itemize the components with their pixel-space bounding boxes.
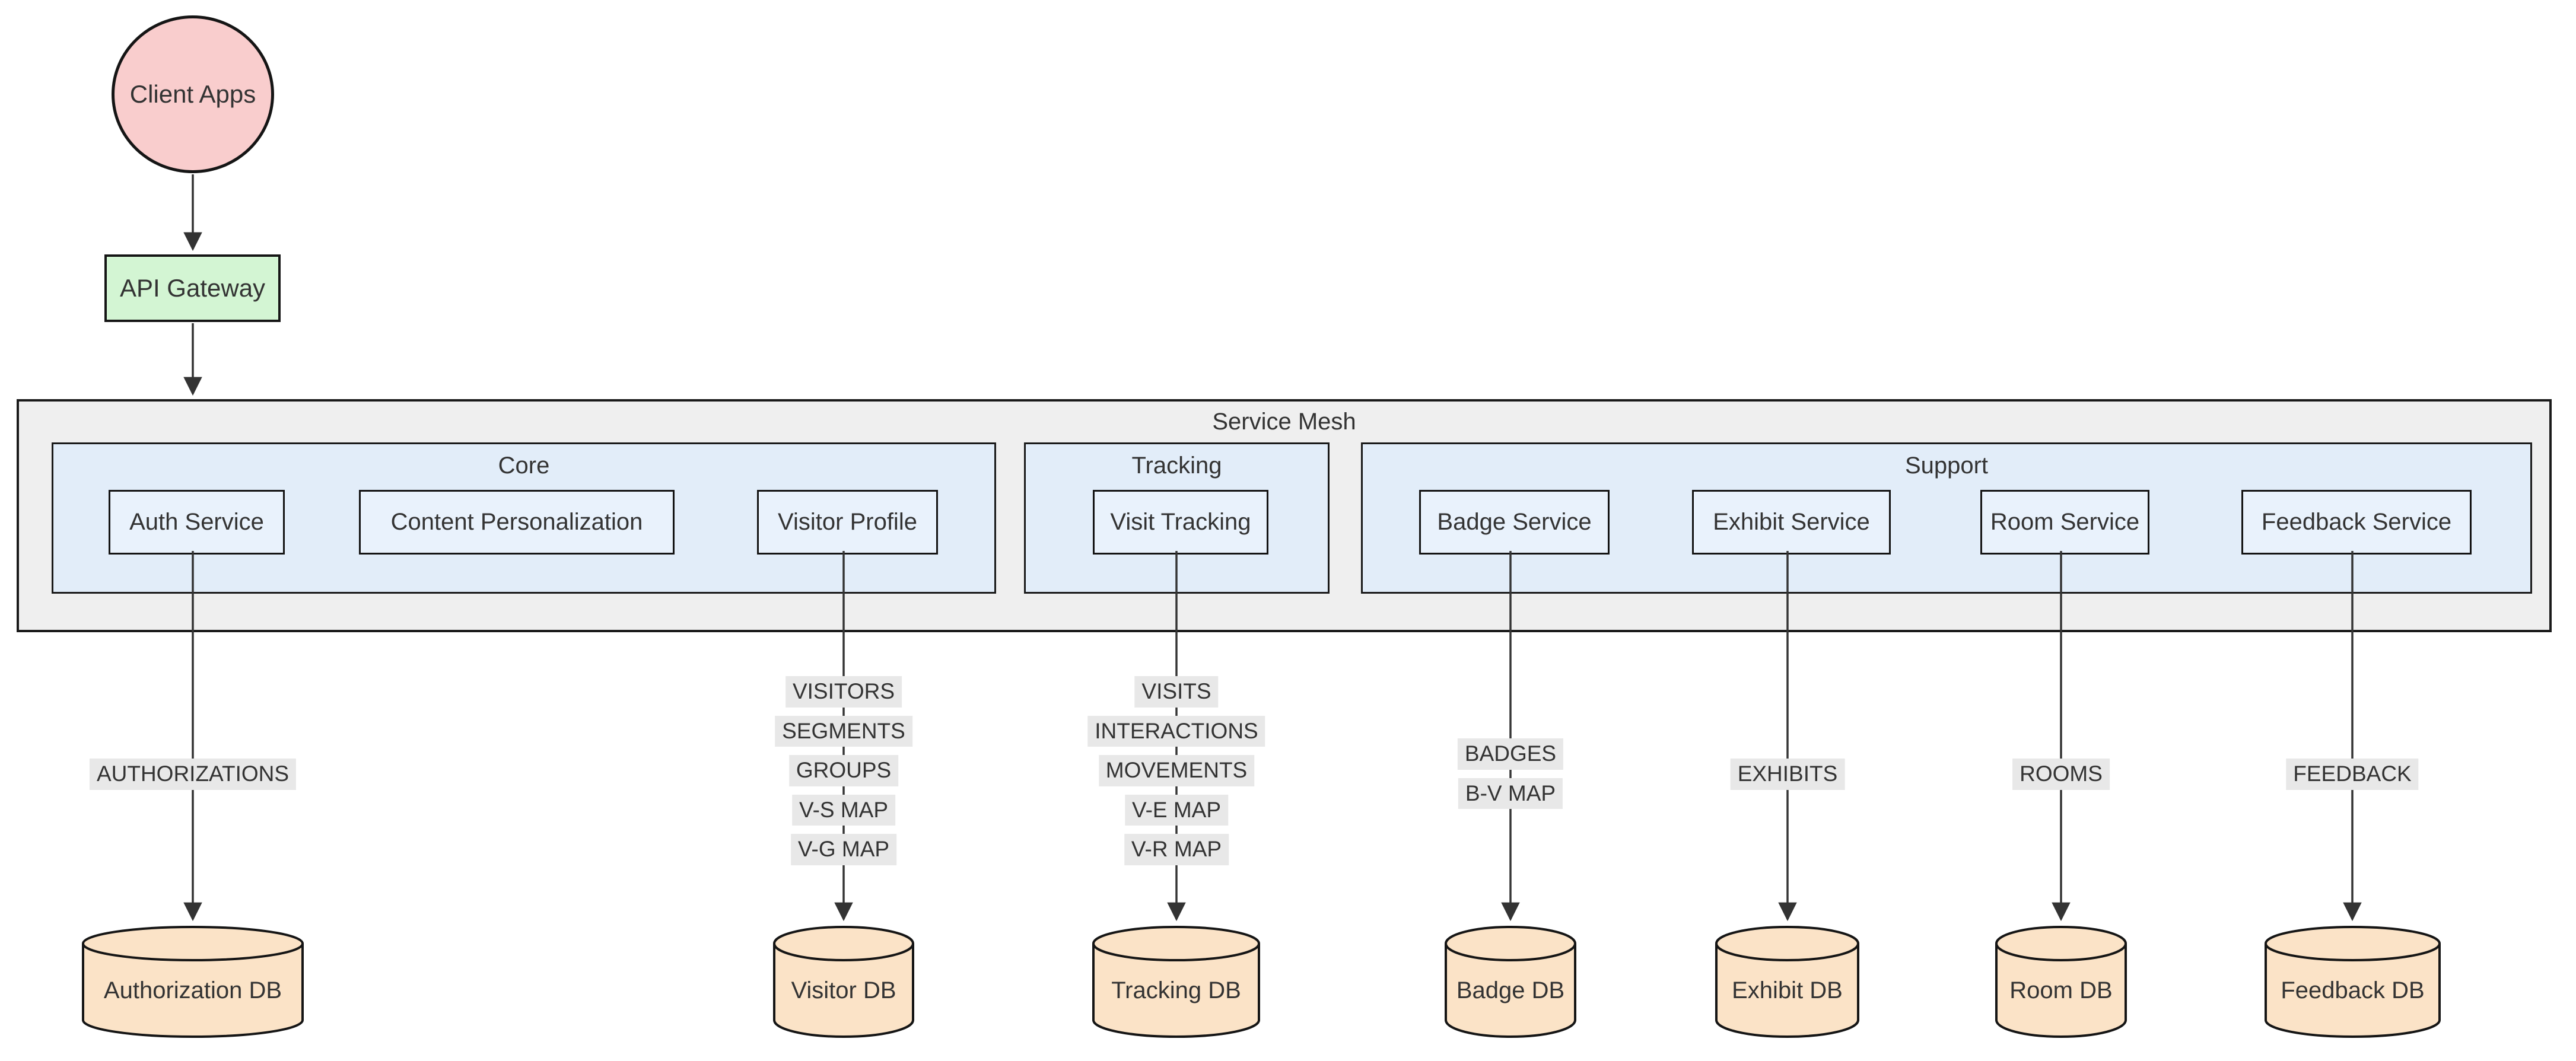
node-exhibit-service: Exhibit Service — [1692, 490, 1891, 555]
node-feedback-service: Feedback Service — [2241, 490, 2472, 555]
api-gateway-node: API Gateway — [104, 254, 281, 322]
cylinder-icon — [1715, 926, 1859, 1038]
node-room-service-label: Room Service — [1990, 509, 2140, 535]
edge-label: EXHIBITS — [1730, 759, 1845, 790]
node-visit-tracking-label: Visit Tracking — [1110, 509, 1251, 535]
db-feedback-label: Feedback DB — [2281, 977, 2425, 1003]
db-tracking: Tracking DB — [1092, 925, 1260, 1038]
service-mesh-container: Service Mesh Core Auth Service Content P… — [17, 399, 2552, 632]
db-visitor-label: Visitor DB — [791, 977, 896, 1003]
cylinder-icon — [1445, 926, 1576, 1038]
client-apps-node: Client Apps — [112, 15, 274, 173]
db-badge: Badge DB — [1445, 925, 1576, 1038]
node-visitor-profile-label: Visitor Profile — [778, 509, 917, 535]
group-core: Core Auth Service Content Personalizatio… — [52, 442, 996, 594]
edge-labels-tracking: VISITS INTERACTIONS MOVEMENTS V-E MAP V-… — [1087, 676, 1265, 865]
cylinder-icon — [1092, 926, 1260, 1038]
edge-labels-authorizations: AUTHORIZATIONS — [89, 759, 297, 790]
node-visit-tracking: Visit Tracking — [1093, 490, 1268, 555]
edge-labels-rooms: ROOMS — [2012, 759, 2110, 790]
db-room: Room DB — [1995, 925, 2127, 1038]
cylinder-icon — [82, 926, 304, 1038]
db-authorization-label: Authorization DB — [103, 977, 282, 1003]
group-support: Support Badge Service Exhibit Service Ro… — [1361, 442, 2532, 594]
node-auth-service-label: Auth Service — [129, 509, 264, 535]
db-badge-label: Badge DB — [1456, 977, 1565, 1003]
edge-label: SEGMENTS — [775, 715, 912, 747]
node-visitor-profile: Visitor Profile — [757, 490, 938, 555]
edge-label: V-R MAP — [1124, 834, 1229, 865]
edge-labels-visitor: VISITORS SEGMENTS GROUPS V-S MAP V-G MAP — [775, 676, 912, 865]
client-apps-label: Client Apps — [129, 80, 256, 108]
group-core-title: Core — [498, 453, 550, 479]
edge-label: ROOMS — [2012, 759, 2110, 790]
edge-label: VISITS — [1134, 676, 1219, 708]
node-badge-service: Badge Service — [1419, 490, 1610, 555]
edge-label: V-S MAP — [791, 794, 896, 826]
db-room-label: Room DB — [2009, 977, 2113, 1003]
node-room-service: Room Service — [1980, 490, 2149, 555]
db-tracking-label: Tracking DB — [1111, 977, 1241, 1003]
edge-label: GROUPS — [788, 755, 899, 786]
group-tracking-title: Tracking — [1131, 453, 1222, 479]
db-exhibit-label: Exhibit DB — [1732, 977, 1843, 1003]
edge-label: BADGES — [1457, 738, 1564, 770]
node-content-personalization-label: Content Personalization — [390, 509, 643, 535]
node-content-personalization: Content Personalization — [359, 490, 675, 555]
node-exhibit-service-label: Exhibit Service — [1713, 509, 1870, 535]
node-auth-service: Auth Service — [109, 490, 285, 555]
node-badge-service-label: Badge Service — [1437, 509, 1592, 535]
cylinder-icon — [773, 926, 914, 1038]
service-mesh-title: Service Mesh — [1212, 409, 1356, 435]
group-support-title: Support — [1904, 453, 1989, 479]
edge-labels-exhibits: EXHIBITS — [1730, 759, 1845, 790]
edge-label: INTERACTIONS — [1087, 715, 1265, 747]
group-tracking: Tracking Visit Tracking — [1024, 442, 1330, 594]
edge-label: V-E MAP — [1124, 794, 1229, 826]
cylinder-icon — [1995, 926, 2127, 1038]
node-feedback-service-label: Feedback Service — [2261, 509, 2452, 535]
edge-label: VISITORS — [785, 676, 902, 708]
edge-label: MOVEMENTS — [1098, 755, 1255, 786]
edge-labels-feedback: FEEDBACK — [2286, 759, 2419, 790]
db-visitor: Visitor DB — [773, 925, 914, 1038]
edge-label: FEEDBACK — [2286, 759, 2419, 790]
db-feedback: Feedback DB — [2265, 925, 2441, 1038]
edge-labels-badge: BADGES B-V MAP — [1457, 738, 1564, 810]
edge-label: V-G MAP — [790, 834, 897, 865]
edge-label: AUTHORIZATIONS — [89, 759, 297, 790]
db-exhibit: Exhibit DB — [1715, 925, 1859, 1038]
edge-label: B-V MAP — [1458, 778, 1563, 810]
db-authorization: Authorization DB — [82, 925, 304, 1038]
cylinder-icon — [2265, 926, 2441, 1038]
api-gateway-label: API Gateway — [119, 274, 266, 302]
